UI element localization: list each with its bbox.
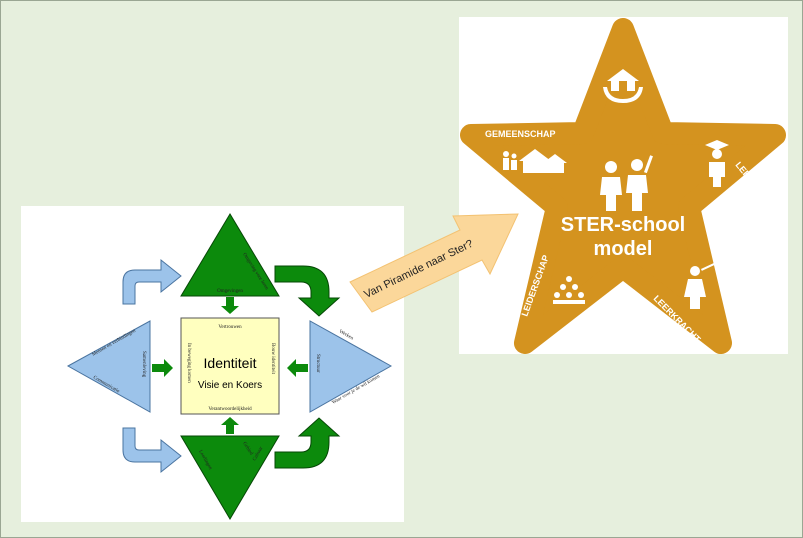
left-triangle <box>66 320 151 413</box>
teacher-pointer-icon <box>684 261 719 309</box>
arrow-right-small <box>152 359 173 377</box>
teacher-student-icon <box>600 155 653 211</box>
graduate-icon <box>705 140 729 187</box>
star-diagram: OMGEVING GEMEENSCHAP LEERLING LEIDERSCHA… <box>460 18 786 354</box>
connector-arrow-svg: Van Piramide naar Ster? <box>349 213 519 313</box>
label-gemeenschap: GEMEENSCHAP <box>485 129 556 139</box>
arrow-up-small <box>221 417 239 434</box>
leadership-group-icon <box>553 276 585 304</box>
pyramid-diagram: Omgevingen Omgeving voor leren Gebied Le… <box>66 213 393 520</box>
pyramid-panel: Omgevingen Omgeving voor leren Gebied Le… <box>21 206 404 522</box>
top-triangle <box>180 213 280 297</box>
bottom-triangle <box>180 435 280 520</box>
green-bent-arrow-top <box>274 265 341 317</box>
connector-arrow-shape <box>349 213 519 313</box>
community-houses-icon <box>503 149 567 173</box>
left-triangle-label: Samenleving <box>141 351 146 378</box>
identity-square <box>180 317 280 415</box>
center-left-text: In beweging komen <box>186 343 191 383</box>
house-hands-icon <box>603 69 643 103</box>
star-title-line2: model <box>594 238 653 260</box>
star-panel: OMGEVING GEMEENSCHAP LEERLING LEIDERSCHA… <box>459 17 788 354</box>
center-top-text: Vertrouwen <box>218 325 242 330</box>
star-shape <box>460 18 786 354</box>
top-triangle-label: Omgevingen <box>217 289 243 294</box>
arrow-down-small <box>221 297 239 314</box>
blue-bent-arrow-top <box>122 258 182 305</box>
center-subtitle: Visie en Koers <box>198 380 262 391</box>
right-triangle <box>309 320 393 413</box>
arrow-left-small <box>287 359 308 377</box>
center-bottom-text: Verantwoordelijkheid <box>208 407 252 412</box>
connector-arrow: Van Piramide naar Ster? <box>340 190 540 330</box>
center-right-text: Bouw identiteit <box>270 343 275 375</box>
green-bent-arrow-bottom <box>274 417 341 469</box>
blue-bent-arrow-bottom <box>122 427 182 474</box>
right-triangle-label: Structuur <box>315 354 320 373</box>
center-title: Identiteit <box>204 355 257 371</box>
star-title-line1: STER-school <box>561 214 685 236</box>
